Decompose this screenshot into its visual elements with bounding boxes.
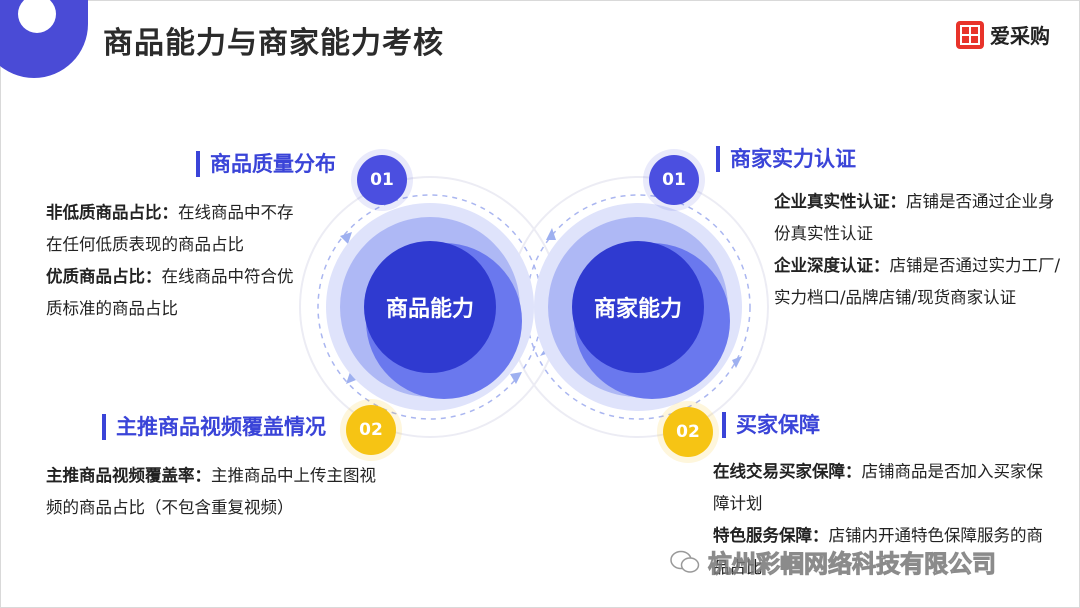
term-text: 在线商品中不存在任何低质表现的商品占比	[46, 203, 294, 254]
term-text: 店铺商品是否加入买家保障计划	[713, 462, 1043, 513]
watermark: 杭州彩帼网络科技有限公司	[670, 544, 997, 579]
right-core-ring: 商家能力	[534, 203, 742, 411]
left-badge-01: 01	[357, 155, 407, 205]
brand-logo: 爱采购	[956, 20, 1050, 49]
left-desc-01: 非低质商品占比：在线商品中不存在任何低质表现的商品占比 优质商品占比：在线商品中…	[46, 197, 308, 325]
term: 主推商品视频覆盖率：	[46, 466, 211, 485]
term-text: 店铺是否通过实力工厂/实力档口/品牌店铺/现货商家认证	[774, 256, 1061, 307]
left-core-label: 商品能力	[364, 241, 496, 373]
right-badge-01: 01	[649, 155, 699, 205]
term: 在线交易买家保障：	[713, 462, 862, 481]
corner-dot-icon	[18, 0, 56, 33]
right-desc-01: 企业真实性认证：店铺是否通过企业身份真实性认证 企业深度认证：店铺是否通过实力工…	[774, 186, 1064, 314]
term-text: 店铺内开通特色保障服务的商品占比	[713, 526, 1043, 577]
term-text: 在线商品中符合优质标准的商品占比	[46, 267, 294, 318]
term: 企业深度认证：	[774, 256, 890, 275]
term-text: 店铺是否通过企业身份真实性认证	[774, 192, 1055, 243]
left-desc-02: 主推商品视频覆盖率：主推商品中上传主图视频的商品占比（不包含重复视频）	[46, 460, 381, 524]
right-heading-01: 商家实力认证	[716, 146, 856, 172]
watermark-text: 杭州彩帼网络科技有限公司	[708, 550, 997, 579]
term: 优质商品占比：	[46, 267, 162, 286]
right-desc-02: 在线交易买家保障：店铺商品是否加入买家保障计划 特色服务保障：店铺内开通特色保障…	[713, 456, 1045, 584]
term: 特色服务保障：	[713, 526, 829, 545]
page-title: 商品能力与商家能力考核	[103, 26, 444, 61]
right-badge-02: 02	[663, 407, 713, 457]
left-core-ring: 商品能力	[326, 203, 534, 411]
left-heading-02: 主推商品视频覆盖情况	[102, 414, 326, 440]
right-heading-02: 买家保障	[722, 412, 820, 438]
left-badge-02: 02	[346, 405, 396, 455]
term: 非低质商品占比：	[46, 203, 178, 222]
term: 企业真实性认证：	[774, 192, 906, 211]
right-core-label: 商家能力	[572, 241, 704, 373]
logo-text: 爱采购	[990, 24, 1050, 48]
term-text: 主推商品中上传主图视频的商品占比（不包含重复视频）	[46, 466, 376, 517]
wechat-icon	[670, 550, 700, 573]
logo-icon	[956, 20, 984, 49]
left-heading-01: 商品质量分布	[196, 151, 336, 177]
